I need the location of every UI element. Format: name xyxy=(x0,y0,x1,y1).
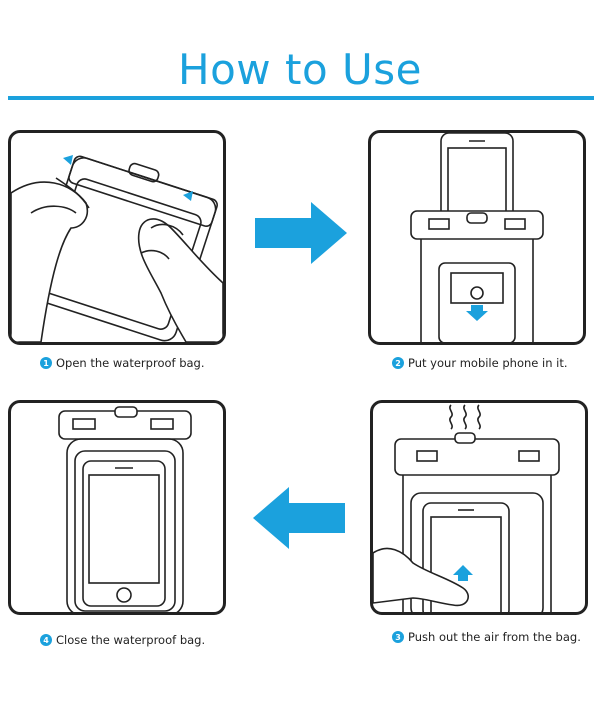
air-waves-icon xyxy=(449,404,481,430)
step-2-illustration xyxy=(368,130,586,345)
step-text: Put your mobile phone in it. xyxy=(408,356,568,370)
pull-arrow-icon xyxy=(63,155,73,165)
title-divider xyxy=(8,96,594,100)
up-arrow-icon xyxy=(453,565,473,581)
arrow-right-icon xyxy=(255,202,347,264)
step-text: Push out the air from the bag. xyxy=(408,630,581,644)
step-number-badge: 3 xyxy=(392,631,404,643)
down-arrow-icon xyxy=(466,305,488,321)
step-4-illustration xyxy=(8,400,226,615)
step-text: Open the waterproof bag. xyxy=(56,356,205,370)
step-text: Close the waterproof bag. xyxy=(56,633,206,647)
page-title: How to Use xyxy=(178,45,422,94)
step-4-caption: 4 Close the waterproof bag. xyxy=(40,633,205,647)
arrow-left-icon xyxy=(253,487,345,549)
step-2-caption: 2 Put your mobile phone in it. xyxy=(392,356,568,370)
step-3-illustration xyxy=(370,400,588,615)
step-number-badge: 2 xyxy=(392,357,404,369)
step-3-caption: 3 Push out the air from the bag. xyxy=(392,630,581,644)
step-1-caption: 1 Open the waterproof bag. xyxy=(40,356,205,370)
step-1-illustration xyxy=(8,130,226,345)
pull-arrow-icon xyxy=(183,191,193,201)
step-number-badge: 1 xyxy=(40,357,52,369)
step-number-badge: 4 xyxy=(40,634,52,646)
